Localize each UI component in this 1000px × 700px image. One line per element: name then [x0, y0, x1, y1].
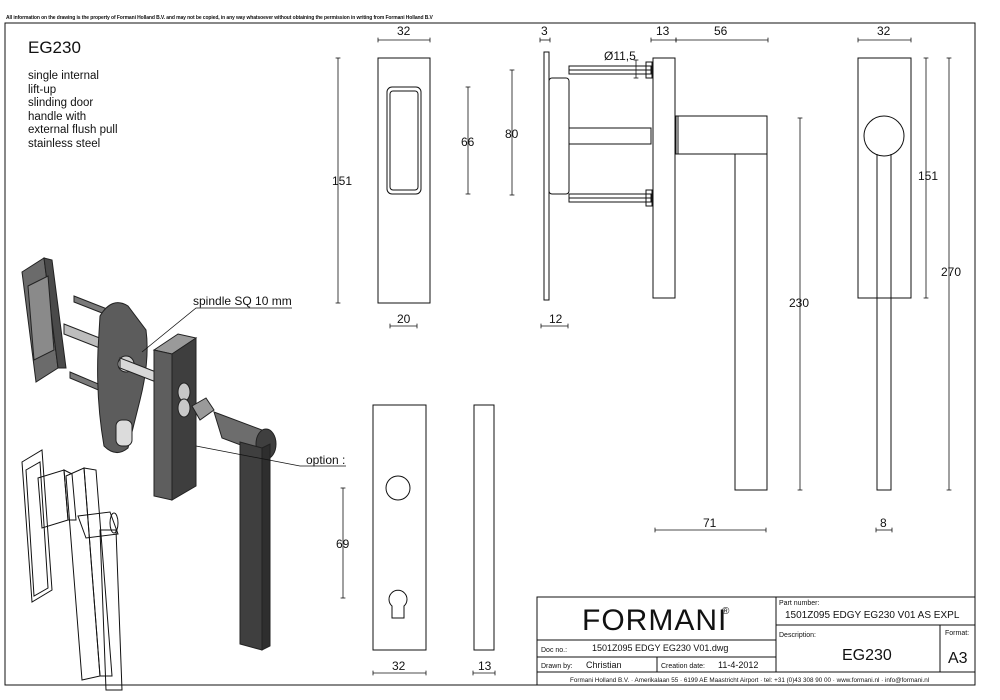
dim-270: 270 — [941, 265, 961, 279]
description-label: Description: — [779, 632, 816, 639]
option-callout: option : — [306, 453, 346, 467]
description-line: lift-up — [28, 83, 57, 96]
doc-no-value: 1501Z095 EDGY EG230 V01.dwg — [592, 643, 728, 653]
description-line: single internal — [28, 70, 99, 82]
dim-32-bottom: 32 — [392, 659, 406, 673]
option-cylinder-plate-front — [372, 404, 427, 651]
product-code: EG230 — [28, 38, 81, 57]
part-number-label: Part number: — [779, 600, 820, 607]
dim-32-top: 32 — [397, 24, 411, 38]
doc-no-label: Doc no.: — [541, 647, 567, 654]
drawing-border — [4, 22, 976, 686]
dim-8: 8 — [880, 516, 887, 530]
spindle-callout: spindle SQ 10 mm — [193, 294, 292, 308]
creation-date-value: 11-4-2012 — [718, 660, 758, 670]
brand-logo: FORMANI — [582, 604, 727, 637]
dim-151-left: 151 — [332, 174, 352, 188]
title-block-footer: Formani Holland B.V. · Amerikalaan 55 · … — [570, 677, 929, 684]
dim-13-top: 13 — [656, 24, 670, 38]
dim-32-right: 32 — [877, 24, 891, 38]
description-line: stainless steel — [28, 137, 101, 150]
assembled-view-outline — [21, 449, 123, 691]
drawn-by-value: Christian — [586, 660, 622, 670]
product-description: single internal lift-up slinding door ha… — [28, 70, 118, 151]
description-line: external flush pull — [28, 124, 118, 136]
dim-80: 80 — [505, 127, 519, 141]
dim-20: 20 — [397, 312, 411, 326]
dim-69: 69 — [336, 537, 350, 551]
dim-56: 56 — [714, 24, 728, 38]
description-line: handle with — [28, 110, 87, 123]
dim-3: 3 — [541, 24, 548, 38]
exploded-view-illustration — [21, 257, 277, 651]
format-label: Format: — [945, 630, 969, 637]
creation-date-label: Creation date: — [661, 663, 705, 670]
dim-151-right: 151 — [918, 169, 938, 183]
handle-front-view — [857, 57, 912, 491]
format-value: A3 — [948, 650, 968, 667]
option-cylinder-plate-side — [473, 404, 495, 651]
flush-pull-front-view — [377, 57, 431, 304]
description-line: slinding door — [28, 97, 94, 109]
dim-diameter-11-5: Ø11,5 — [604, 49, 636, 63]
handle-side-view — [543, 51, 768, 491]
drawn-by-label: Drawn by: — [541, 663, 573, 670]
brand-registered-mark: ® — [722, 606, 730, 617]
copyright-notice: All information on the drawing is the pr… — [6, 15, 433, 21]
dim-12: 12 — [549, 312, 563, 326]
dim-13-bottom: 13 — [478, 659, 492, 673]
part-number-value: 1501Z095 EDGY EG230 V01 AS EXPL — [785, 610, 960, 621]
title-block-frame — [536, 596, 976, 686]
dim-230: 230 — [789, 296, 809, 310]
dim-71: 71 — [703, 516, 717, 530]
description-value: EG230 — [842, 647, 892, 664]
dim-66: 66 — [461, 135, 475, 149]
